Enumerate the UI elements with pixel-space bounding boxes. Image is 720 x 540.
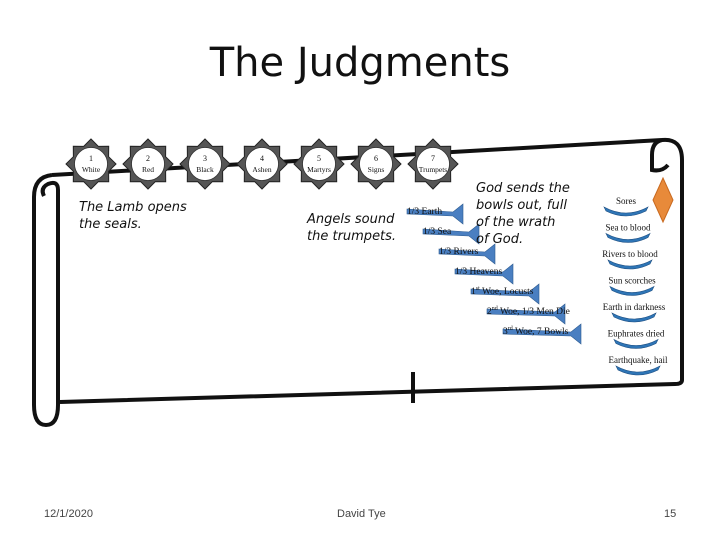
seal-face <box>188 147 222 181</box>
bowl-icon <box>607 259 653 270</box>
bowls-caption: God sends the bowls out, full of the wra… <box>476 180 586 248</box>
seal-face <box>74 147 108 181</box>
diamond-marker <box>652 176 674 224</box>
footer-author: David Tye <box>337 508 386 520</box>
seal-face <box>131 147 165 181</box>
trumpets-caption-line-1: Angels sound <box>307 212 395 227</box>
trumpet-label: 1/3 Sea <box>423 227 452 237</box>
bowl-icon <box>603 206 649 217</box>
trumpet-label: 1/3 Heavens <box>455 267 503 277</box>
bowl-label: Earthquake, hail <box>609 355 668 365</box>
bowl-label: Earth in darkness <box>603 302 666 312</box>
seal-name: Signs <box>368 165 385 174</box>
bowl-label: Rivers to blood <box>602 249 658 259</box>
trumpet-5: 1st Woe, Locusts <box>470 283 540 305</box>
bowl-6: Euphrates dried <box>608 329 665 349</box>
bowls-caption-line-1: God sends the <box>476 181 570 196</box>
trumpet-label: 3rd Woe, 7 Bowls <box>503 326 569 337</box>
seal-face <box>416 147 450 181</box>
seal-face <box>302 147 336 181</box>
trumpet-1: 1/3 Earth <box>406 203 464 225</box>
bowl-7: Earthquake, hail <box>609 355 668 376</box>
seal-number: 3 <box>203 154 207 163</box>
trumpets-caption-line-2: the trumpets. <box>307 229 397 244</box>
bowl-icon <box>615 365 661 376</box>
seal-name: Red <box>142 165 154 174</box>
trumpet-2: 1/3 Sea <box>422 223 480 245</box>
bowl-label: Sea to blood <box>606 223 651 233</box>
bowl-label: Sores <box>616 196 636 206</box>
seal-number: 4 <box>260 154 264 163</box>
bowl-2: Sea to blood <box>605 223 651 243</box>
bowl-icon <box>611 312 657 323</box>
seal-number: 1 <box>89 154 93 163</box>
seals-caption-line-1: The Lamb opens <box>79 200 187 215</box>
trumpet-3: 1/3 Rivers <box>438 243 496 265</box>
bowl-4: Sun scorches <box>608 276 656 296</box>
seals-caption: The Lamb opens the seals. <box>79 199 199 233</box>
trumpet-icon <box>406 203 464 225</box>
bowl-5: Earth in darkness <box>603 302 666 323</box>
seal-name: Black <box>196 165 214 174</box>
seal-face <box>359 147 393 181</box>
trumpet-icon <box>422 223 480 245</box>
seal-number: 2 <box>146 154 150 163</box>
seal-name: Trumpets <box>419 165 448 174</box>
seal-name: Martyrs <box>307 165 331 174</box>
trumpets-caption: Angels sound the trumpets. <box>307 211 407 245</box>
trumpet-6: 2nd Woe, 1/3 Men Die <box>486 303 570 325</box>
seal-name: Ashen <box>252 165 271 174</box>
trumpet-label: 1/3 Earth <box>407 207 442 217</box>
trumpets-list: 1/3 Earth 1/3 Sea 1/3 Rivers 1/3 Heavens 1st… <box>406 203 582 345</box>
slide-number: 15 <box>664 508 677 520</box>
page-title: The Judgments <box>209 40 511 86</box>
seal-face <box>245 147 279 181</box>
footer-date: 12/1/2020 <box>44 508 93 520</box>
bowls-caption-line-2: bowls out, full <box>476 198 567 213</box>
trumpet-icon <box>454 263 514 285</box>
trumpet-icon <box>486 303 566 325</box>
bowl-1: Sores <box>603 196 649 217</box>
seals-row: 1White2Red3Black4Ashen5Martyrs6Signs7Tru… <box>65 138 459 190</box>
seals-caption-line-2: the seals. <box>79 217 142 232</box>
seal-number: 7 <box>431 154 435 163</box>
seal-number: 5 <box>317 154 321 163</box>
seal-name: White <box>82 165 101 174</box>
bowl-icon <box>605 232 651 243</box>
bowls-caption-line-3: of the wrath <box>476 215 556 230</box>
bowl-icon <box>609 285 655 296</box>
seal-number: 6 <box>374 154 378 163</box>
trumpet-label: 2nd Woe, 1/3 Men Die <box>487 306 570 317</box>
bowls-caption-line-4: of God. <box>476 232 524 247</box>
trumpet-4: 1/3 Heavens <box>454 263 514 285</box>
bowl-icon <box>613 338 659 349</box>
bowl-label: Sun scorches <box>608 276 656 286</box>
trumpet-label: 1/3 Rivers <box>439 247 479 257</box>
trumpet-icon <box>470 283 540 305</box>
bowl-label: Euphrates dried <box>608 329 665 339</box>
bowl-3: Rivers to blood <box>602 249 658 270</box>
trumpet-7: 3rd Woe, 7 Bowls <box>502 323 582 345</box>
trumpet-icon <box>438 243 496 265</box>
trumpet-label: 1st Woe, Locusts <box>471 286 534 297</box>
scroll <box>32 137 684 428</box>
trumpet-icon <box>502 323 582 345</box>
